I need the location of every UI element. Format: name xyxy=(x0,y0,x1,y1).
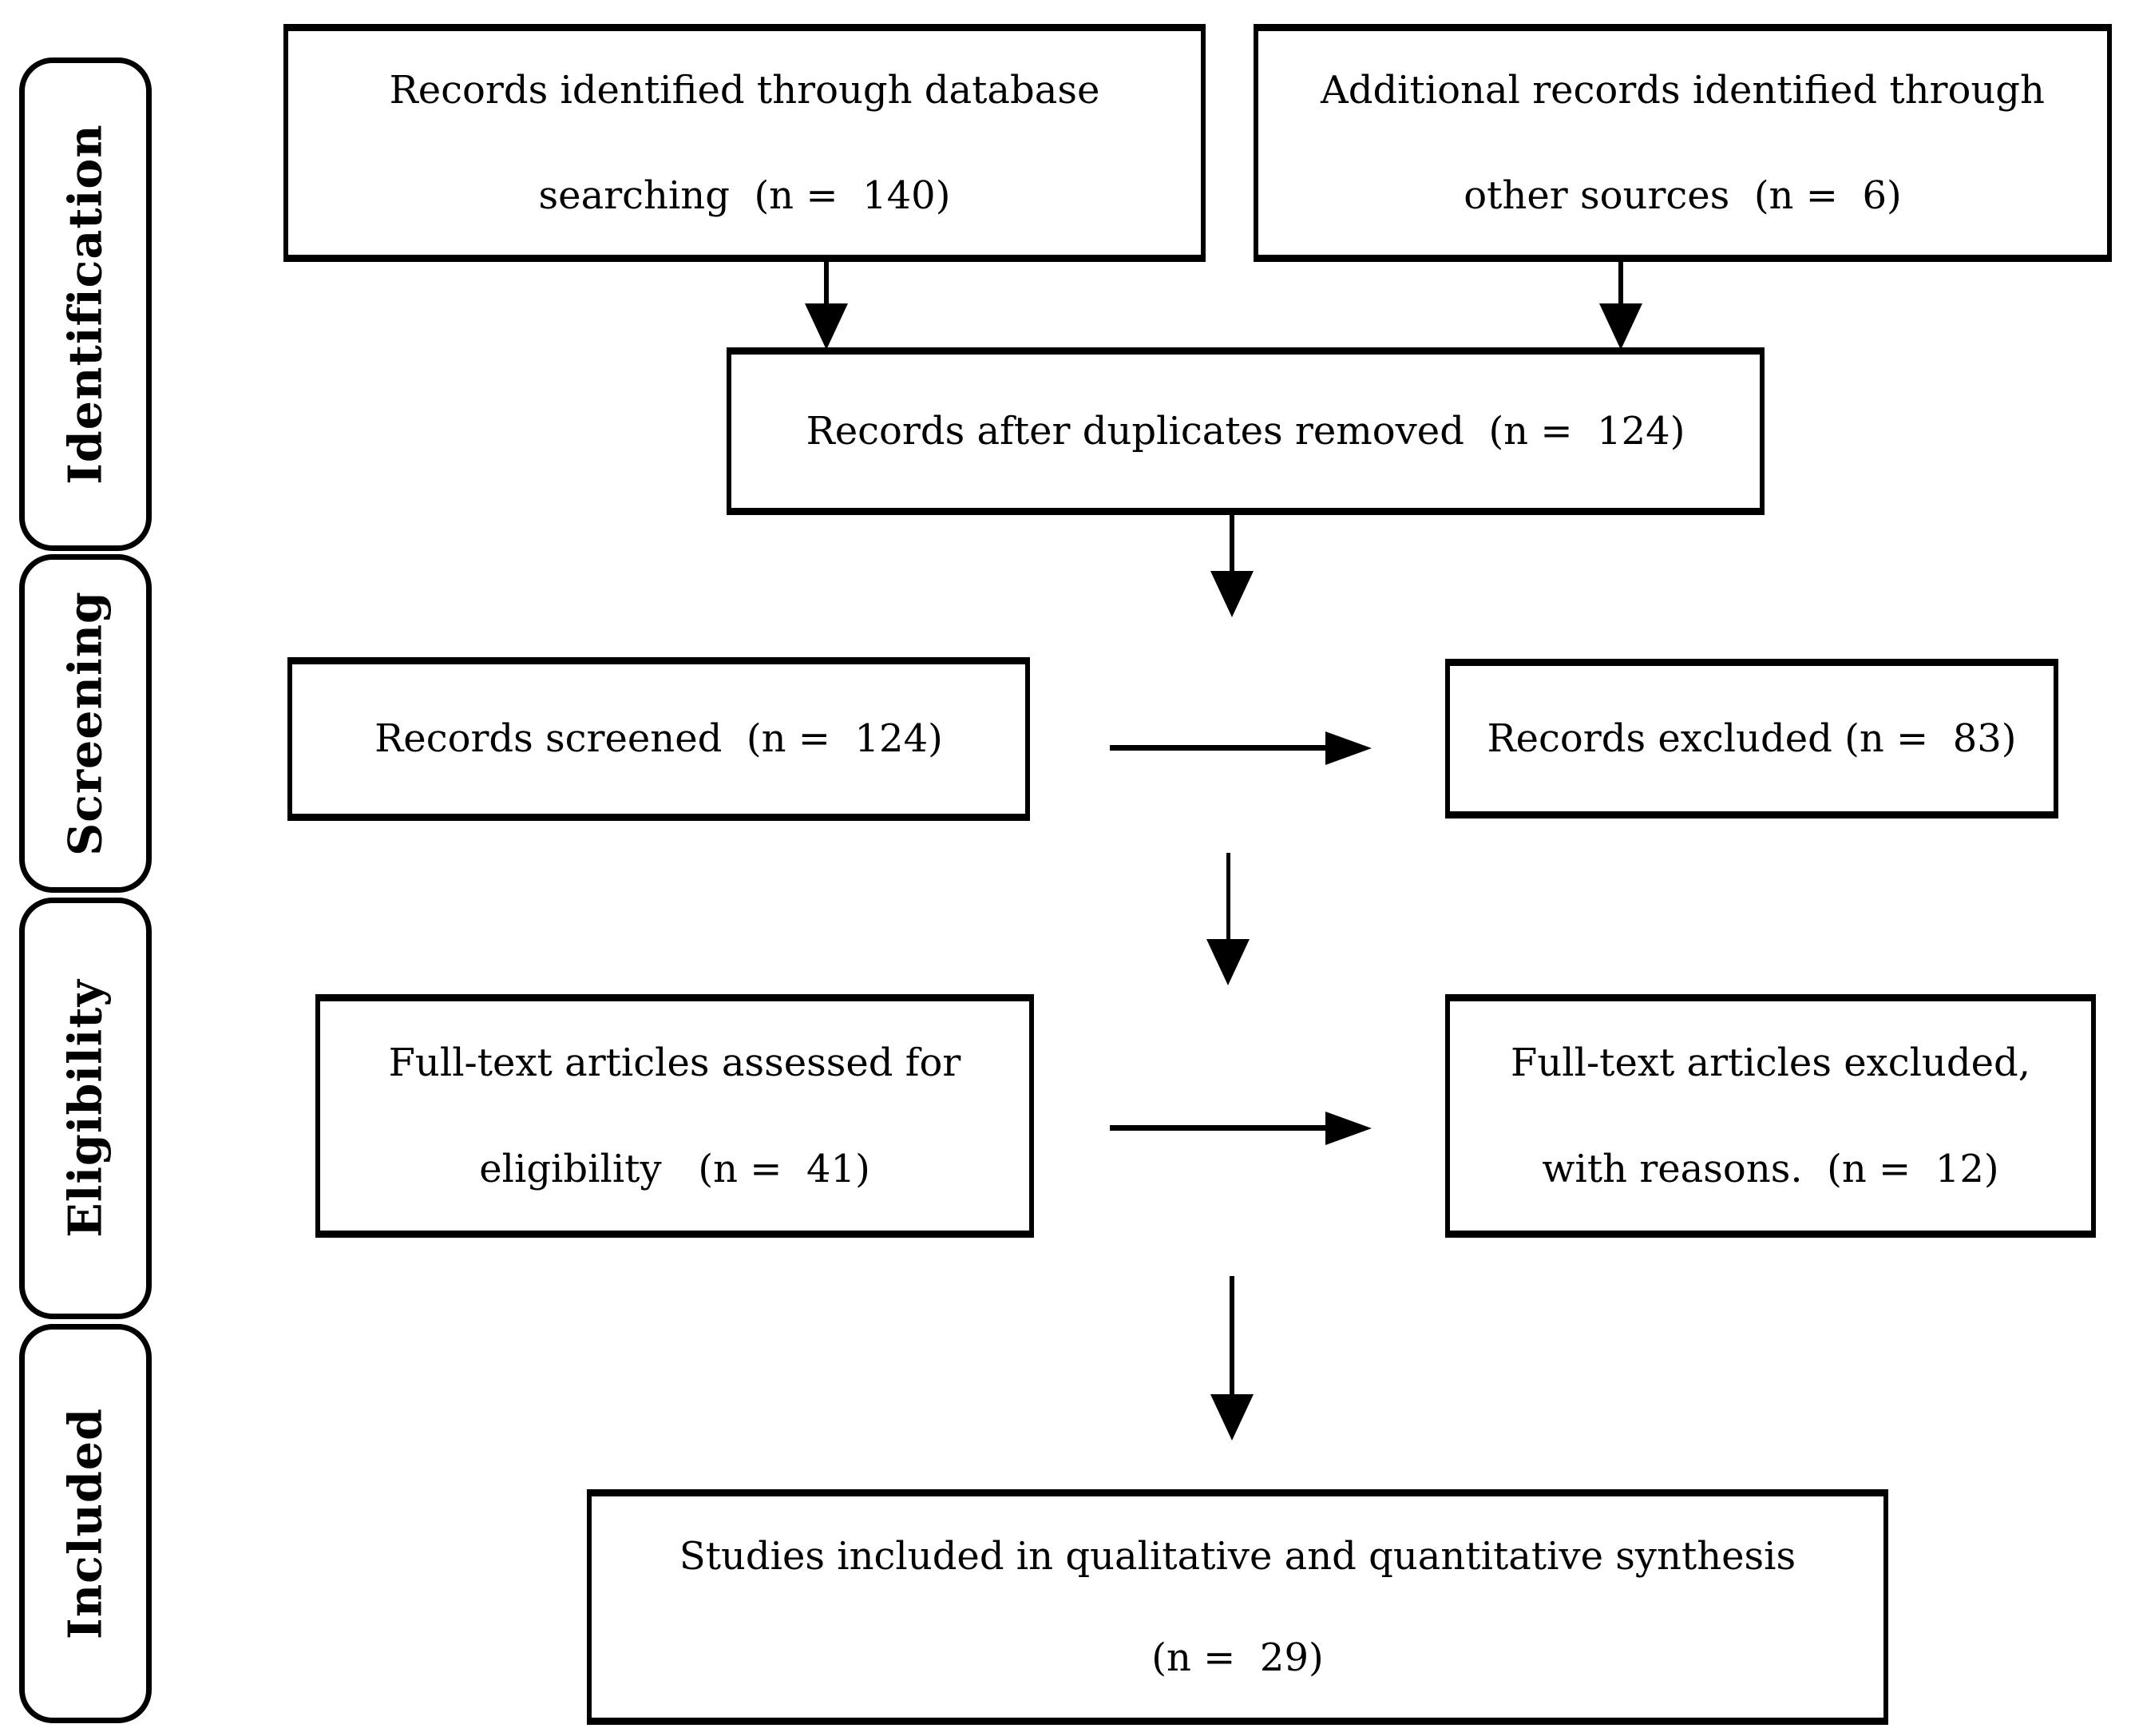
box-additional-records-line2: other sources (n = 6) xyxy=(1464,173,1902,218)
arrow-head xyxy=(1210,571,1254,617)
arrow-head xyxy=(805,303,848,350)
box-studies-included: Studies included in qualitative and quan… xyxy=(587,1489,1888,1725)
box-duplicates-removed-line1: Records after duplicates removed (n = 12… xyxy=(806,408,1685,454)
arrow-stem xyxy=(1230,1276,1234,1396)
box-fulltext-excluded-line2: with reasons. (n = 12) xyxy=(1542,1146,1999,1191)
box-records-screened-line1: Records screened (n = 124) xyxy=(374,716,943,762)
arrow-head xyxy=(1325,1112,1372,1145)
arrow-stem xyxy=(1230,513,1234,573)
box-records-identified-line1: Records identified through database xyxy=(389,67,1100,113)
box-records-identified: Records identified through database sear… xyxy=(283,24,1206,262)
stage-screening: Screening xyxy=(19,554,152,893)
arrow-stem xyxy=(1110,1125,1327,1131)
box-studies-included-line2: (n = 29) xyxy=(1151,1635,1324,1680)
box-fulltext-excluded-line1: Full-text articles excluded, xyxy=(1511,1040,2030,1086)
box-studies-included-line1: Studies included in qualitative and quan… xyxy=(679,1534,1796,1579)
stage-identification: Identification xyxy=(19,57,152,551)
stage-eligibility: Eligibility xyxy=(19,898,152,1319)
box-fulltext-assessed: Full-text articles assessed for eligibil… xyxy=(315,994,1034,1238)
arrow-head xyxy=(1599,303,1642,350)
box-fulltext-assessed-line2: eligibility (n = 41) xyxy=(479,1146,870,1191)
stage-label-screening: Screening xyxy=(58,591,113,856)
arrow-head xyxy=(1325,731,1372,765)
arrow-stem xyxy=(824,260,829,305)
box-additional-records: Additional records identified through ot… xyxy=(1254,24,2112,262)
box-fulltext-assessed-line1: Full-text articles assessed for xyxy=(388,1040,961,1086)
box-fulltext-excluded: Full-text articles excluded, with reason… xyxy=(1445,994,2096,1238)
box-records-screened: Records screened (n = 124) xyxy=(287,657,1030,821)
box-records-excluded-line1: Records excluded (n = 83) xyxy=(1487,715,2017,761)
arrow-head xyxy=(1206,939,1250,985)
stage-label-identification: Identification xyxy=(58,124,113,485)
box-additional-records-line1: Additional records identified through xyxy=(1321,67,2045,113)
stage-included: Included xyxy=(19,1324,152,1723)
arrow-head xyxy=(1210,1394,1254,1441)
box-records-identified-line2: searching (n = 140) xyxy=(538,173,951,218)
arrow-stem xyxy=(1618,260,1623,305)
box-records-excluded: Records excluded (n = 83) xyxy=(1445,659,2058,818)
arrow-stem xyxy=(1110,745,1327,751)
arrow-stem xyxy=(1226,853,1230,941)
box-duplicates-removed: Records after duplicates removed (n = 12… xyxy=(727,347,1765,515)
stage-label-included: Included xyxy=(58,1408,113,1639)
stage-label-eligibility: Eligibility xyxy=(58,979,113,1238)
